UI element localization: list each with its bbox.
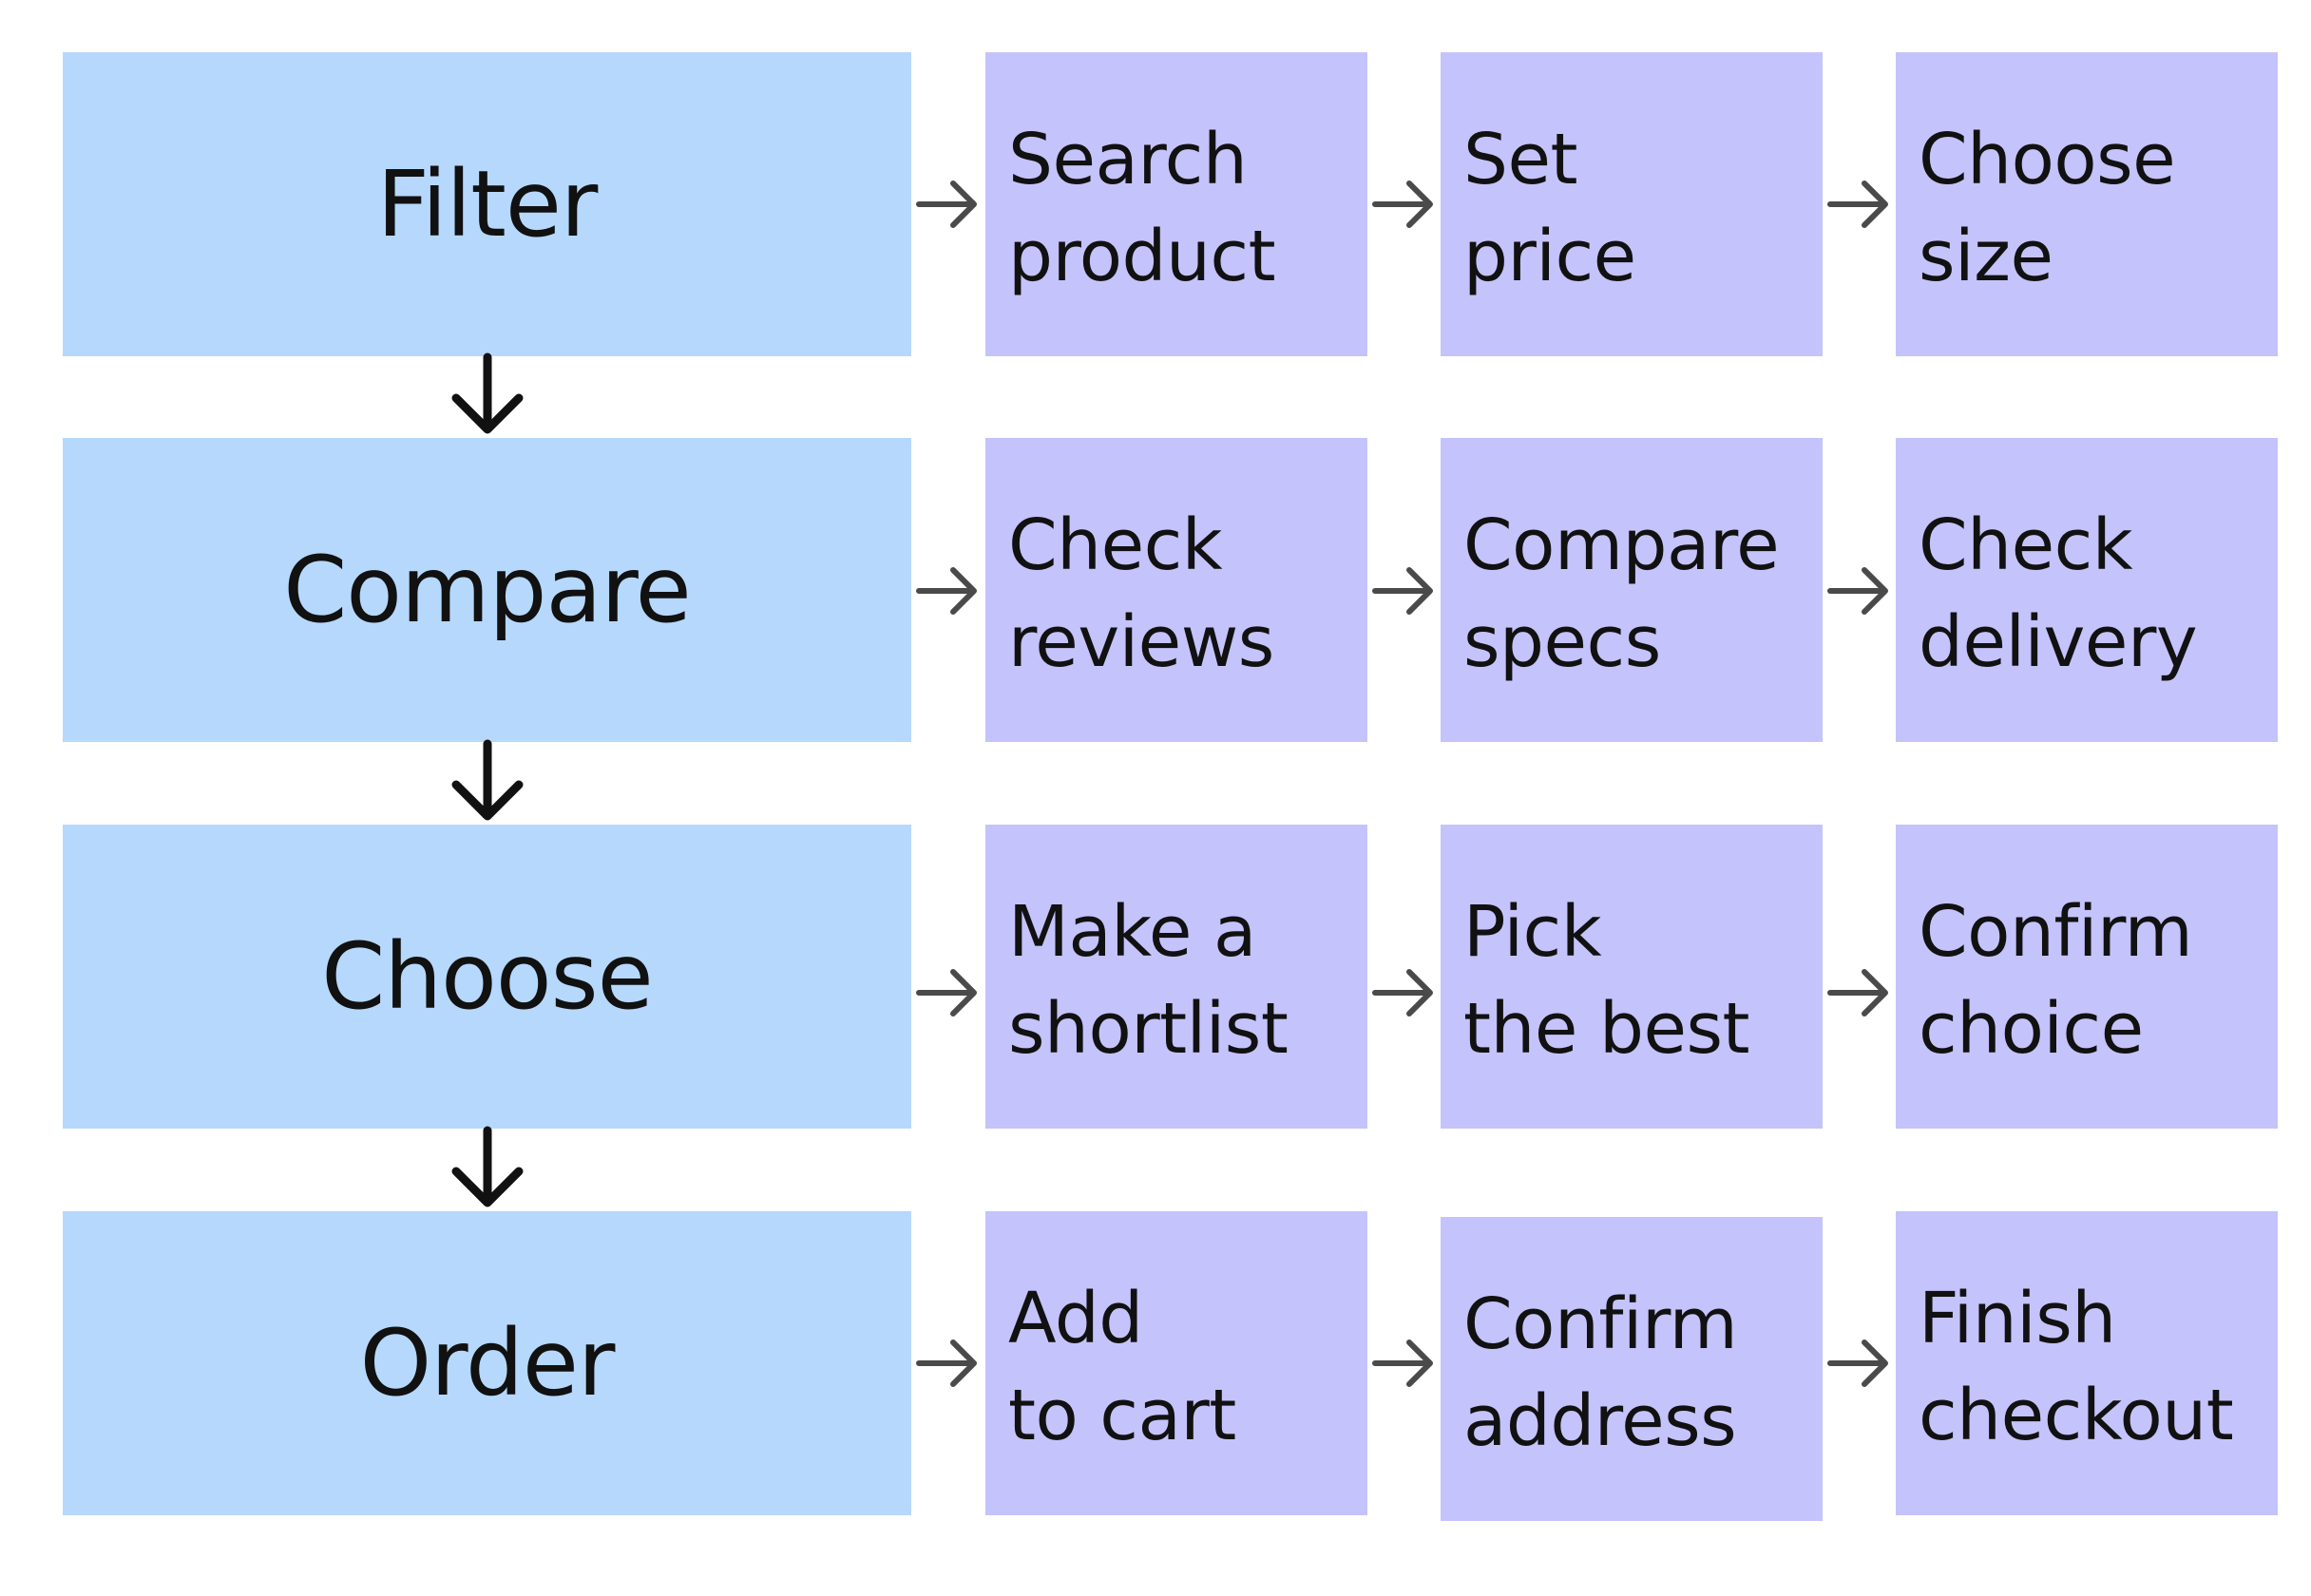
stage-label: Order — [359, 1310, 616, 1416]
step-label-line: Search — [1008, 119, 1248, 200]
stage-box-filter: Filter — [63, 52, 911, 356]
step-label-line: the best — [1463, 988, 1750, 1070]
down-arrow-icon — [451, 352, 524, 434]
step-label-line: Check — [1919, 504, 2133, 586]
step-label-line: Finish — [1919, 1278, 2116, 1359]
step-box-confirm-address: Confirm address — [1441, 1217, 1823, 1521]
down-arrow-icon — [451, 1126, 524, 1207]
right-arrow-icon — [916, 1340, 977, 1387]
stage-label: Compare — [283, 537, 691, 643]
right-arrow-icon — [916, 567, 977, 615]
step-label-line: address — [1463, 1380, 1737, 1462]
step-label-line: Choose — [1919, 119, 2176, 200]
step-label-line: Add — [1008, 1278, 1143, 1359]
step-label-line: price — [1463, 216, 1636, 297]
stage-label: Filter — [376, 151, 599, 257]
right-arrow-icon — [916, 180, 977, 228]
stage-box-choose: Choose — [63, 825, 911, 1129]
step-box-choose-size: Choose size — [1896, 52, 2278, 356]
right-arrow-icon — [1827, 180, 1888, 228]
step-box-make-shortlist: Make a shortlist — [985, 825, 1367, 1129]
stage-box-order: Order — [63, 1211, 911, 1515]
step-label-line: delivery — [1919, 601, 2198, 683]
step-label-line: Confirm — [1919, 891, 2193, 973]
step-label-line: to cart — [1008, 1375, 1236, 1456]
step-box-set-price: Set price — [1441, 52, 1823, 356]
step-label-line: Check — [1008, 504, 1223, 586]
step-box-finish-checkout: Finish checkout — [1896, 1211, 2278, 1515]
right-arrow-icon — [1827, 1340, 1888, 1387]
right-arrow-icon — [916, 969, 977, 1016]
step-box-compare-specs: Compare specs — [1441, 438, 1823, 742]
right-arrow-icon — [1372, 567, 1433, 615]
step-box-search-product: Search product — [985, 52, 1367, 356]
step-box-add-to-cart: Add to cart — [985, 1211, 1367, 1515]
right-arrow-icon — [1827, 969, 1888, 1016]
step-label-line: Confirm — [1463, 1283, 1738, 1365]
step-box-check-reviews: Check reviews — [985, 438, 1367, 742]
step-label-line: Set — [1463, 119, 1578, 200]
down-arrow-icon — [451, 739, 524, 821]
step-label-line: product — [1008, 216, 1276, 297]
step-label-line: Compare — [1463, 504, 1780, 586]
step-box-confirm-choice: Confirm choice — [1896, 825, 2278, 1129]
step-label-line: Make a — [1008, 891, 1256, 973]
right-arrow-icon — [1372, 180, 1433, 228]
step-label-line: reviews — [1008, 601, 1274, 683]
step-label-line: Pick — [1463, 891, 1602, 973]
stage-box-compare: Compare — [63, 438, 911, 742]
step-box-pick-best: Pick the best — [1441, 825, 1823, 1129]
step-label-line: choice — [1919, 988, 2144, 1070]
step-box-check-delivery: Check delivery — [1896, 438, 2278, 742]
step-label-line: specs — [1463, 601, 1661, 683]
step-label-line: checkout — [1919, 1375, 2234, 1456]
right-arrow-icon — [1372, 969, 1433, 1016]
step-label-line: shortlist — [1008, 988, 1289, 1070]
right-arrow-icon — [1827, 567, 1888, 615]
stage-label: Choose — [321, 923, 653, 1030]
right-arrow-icon — [1372, 1340, 1433, 1387]
step-label-line: size — [1919, 216, 2053, 297]
